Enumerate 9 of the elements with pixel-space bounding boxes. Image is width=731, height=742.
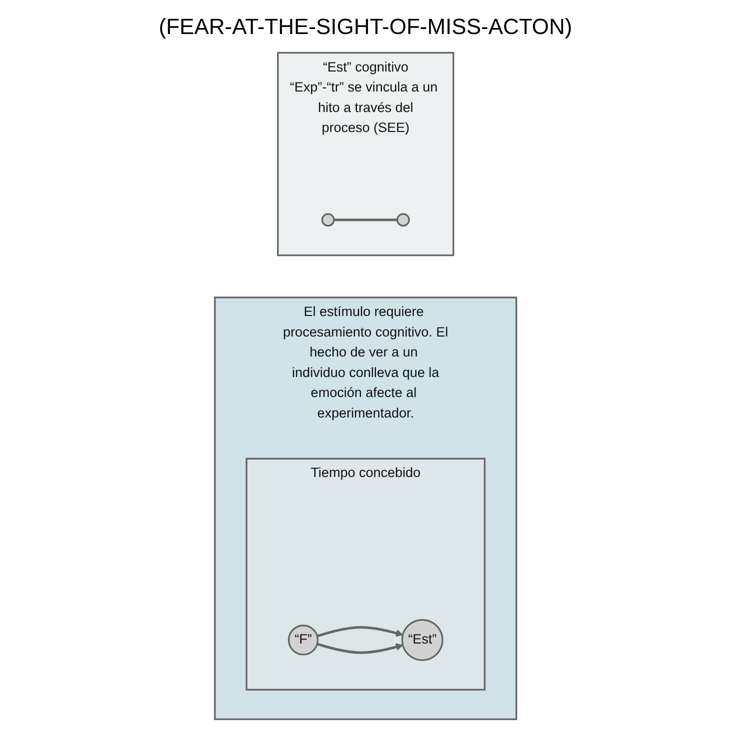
node-circle: “F” xyxy=(288,624,319,656)
arrow xyxy=(316,626,404,638)
node-circle: “Est” xyxy=(401,619,444,662)
cluster: “Est” cognitivo “Exp”-“tr” se vincula a un hito a través del proceso (SEE) xyxy=(276,52,454,256)
diagram-title: (FEAR-AT-THE-SIGHT-OF-MISS-ACTON) xyxy=(158,14,574,40)
arrow xyxy=(316,642,404,654)
node-circle xyxy=(396,213,410,227)
connector xyxy=(334,218,398,222)
node-circle xyxy=(321,213,335,227)
